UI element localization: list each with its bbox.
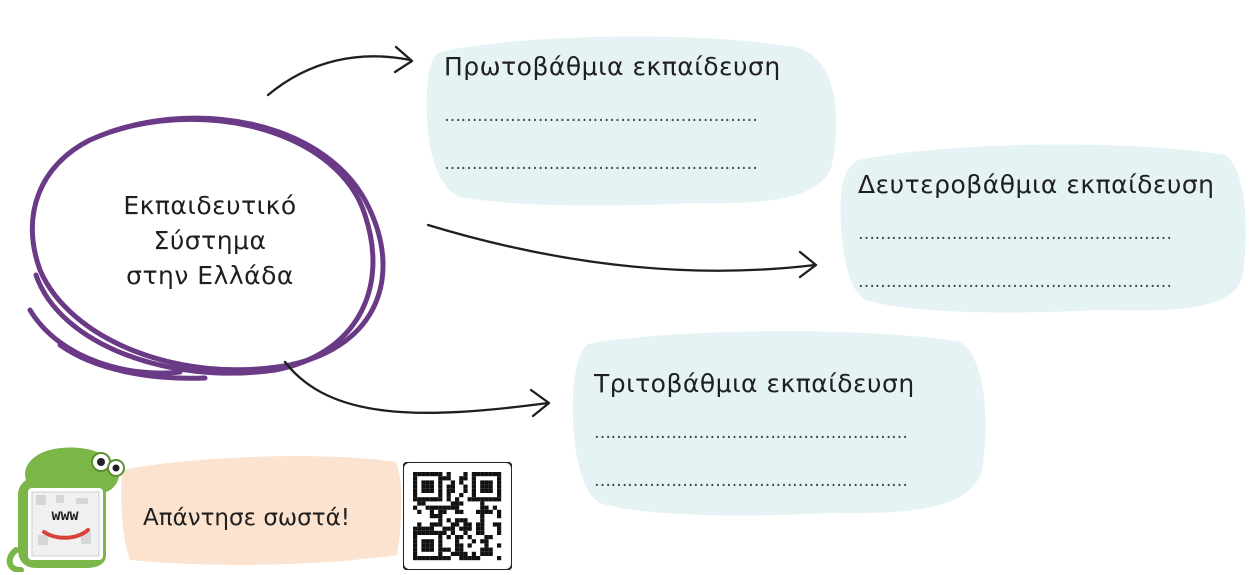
qr-code-icon[interactable] bbox=[403, 462, 512, 570]
center-ellipse bbox=[27, 115, 386, 381]
tertiary-title: Τριτοβάθμια εκπαίδευση bbox=[594, 369, 915, 398]
arrow-to-secondary bbox=[426, 223, 817, 272]
center-line-1: Εκπαιδευτικό bbox=[123, 191, 297, 220]
arrow-to-primary bbox=[266, 55, 412, 97]
chameleon-mascot-icon: www bbox=[6, 447, 125, 572]
secondary-title: Δευτεροβάθμια εκπαίδευση bbox=[858, 170, 1215, 199]
arrow-head-primary bbox=[393, 45, 414, 74]
answer-correctly-label: Απάντησε σωστά! bbox=[143, 505, 350, 531]
arrow-to-tertiary bbox=[283, 360, 550, 414]
primary-answer-line-2[interactable]: ………………………………………………… bbox=[444, 154, 758, 174]
mascot-letters: www bbox=[51, 506, 79, 524]
cloud-primary bbox=[426, 36, 837, 206]
secondary-answer-line-2[interactable]: ………………………………………………… bbox=[858, 272, 1172, 292]
primary-answer-line-1[interactable]: ………………………………………………… bbox=[444, 106, 758, 126]
center-line-2: Σύστημα bbox=[153, 226, 267, 255]
tertiary-answer-line-2[interactable]: ………………………………………………… bbox=[594, 471, 908, 491]
tertiary-answer-line-1[interactable]: ………………………………………………… bbox=[594, 423, 908, 443]
cloud-tertiary bbox=[572, 331, 986, 516]
center-topic: Εκπαιδευτικό Σύστημα στην Ελλάδα bbox=[75, 188, 345, 293]
cloud-secondary bbox=[840, 144, 1246, 313]
answer-banner bbox=[121, 456, 402, 565]
arrow-head-tertiary bbox=[529, 388, 551, 418]
arrows bbox=[266, 45, 818, 418]
primary-title: Πρωτοβάθμια εκπαίδευση bbox=[444, 52, 781, 81]
center-line-3: στην Ελλάδα bbox=[126, 261, 294, 290]
secondary-answer-line-1[interactable]: ………………………………………………… bbox=[858, 224, 1172, 244]
arrow-head-secondary bbox=[798, 250, 818, 279]
